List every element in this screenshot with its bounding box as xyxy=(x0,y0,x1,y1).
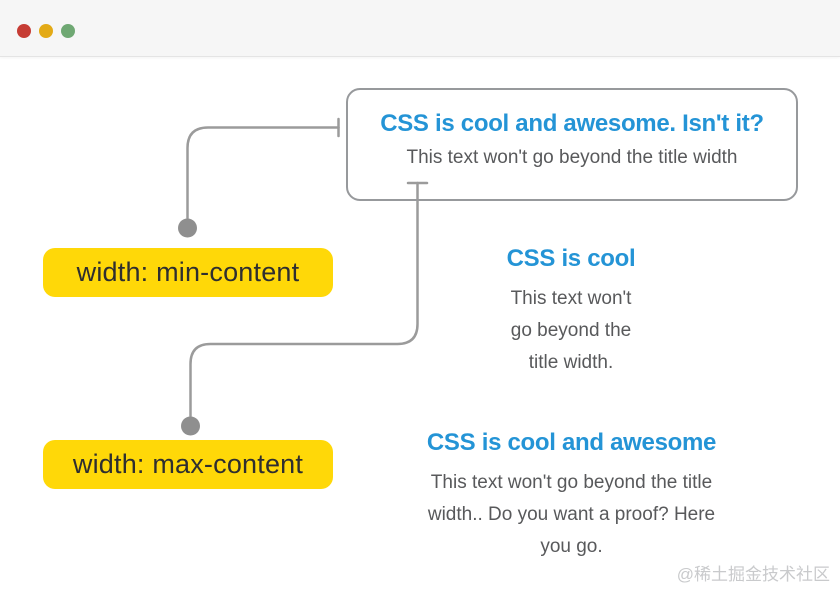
max-example-title: CSS is cool and awesome xyxy=(426,429,717,456)
label-max-content: width: max-content xyxy=(43,440,333,489)
min-content-example: CSS is cool This text won't go beyond th… xyxy=(441,244,701,379)
community-watermark: @稀土掘金技术社区 xyxy=(676,565,830,584)
maximize-button[interactable] xyxy=(61,24,75,38)
close-button[interactable] xyxy=(17,24,31,38)
max-example-body: This text won't go beyond the title widt… xyxy=(427,472,716,557)
card-subtitle: This text won't go beyond the title widt… xyxy=(406,147,738,168)
min-example-title: CSS is cool xyxy=(506,245,636,272)
min-example-body: This text won't go beyond the title widt… xyxy=(510,288,632,373)
min-content-connector xyxy=(178,117,340,238)
minimize-button[interactable] xyxy=(39,24,53,38)
label-min-content: width: min-content xyxy=(43,248,333,297)
max-content-example: CSS is cool and awesome This text won't … xyxy=(399,428,744,563)
title-width-card: CSS is cool and awesome. Isn't it? This … xyxy=(346,88,798,201)
card-title: CSS is cool and awesome. Isn't it? xyxy=(380,110,764,137)
max-content-connector xyxy=(181,181,429,436)
window-titlebar xyxy=(0,0,840,57)
